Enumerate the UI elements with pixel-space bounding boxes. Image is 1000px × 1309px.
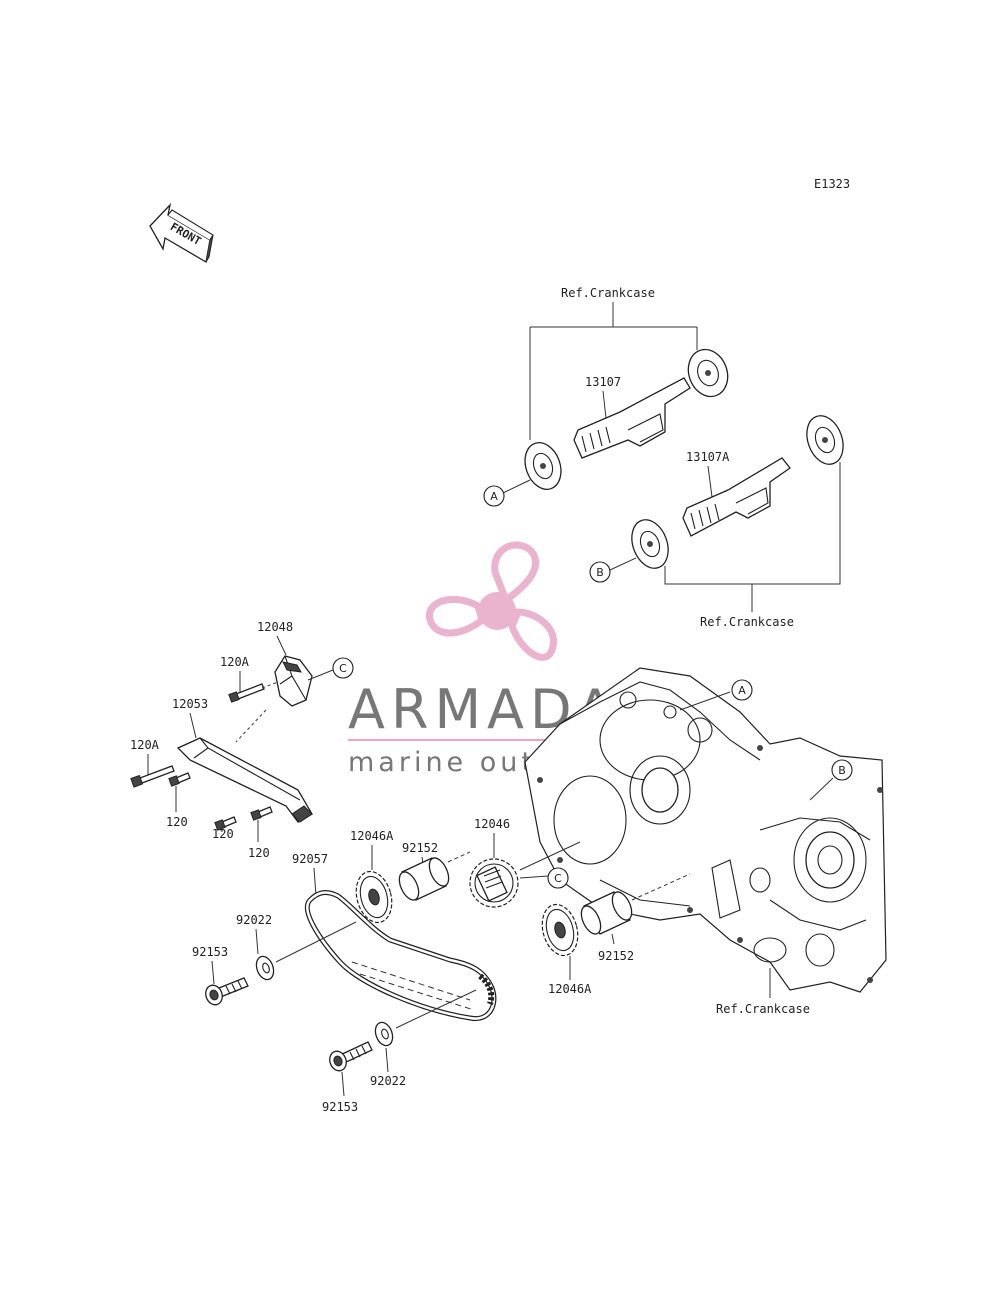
callout-a-case: A xyxy=(731,679,753,701)
callout-c-left: C xyxy=(332,657,354,679)
bearing-mid-left xyxy=(631,519,669,569)
bearing-top-left xyxy=(524,442,562,490)
watermark-hub xyxy=(478,592,516,630)
label-92057: 92057 xyxy=(292,852,328,866)
svg-text:C: C xyxy=(339,662,347,675)
label-13107A: 13107A xyxy=(686,450,730,464)
bearing-top-right xyxy=(687,348,729,398)
bolt-120A-left xyxy=(130,765,175,788)
camshaft-13107 xyxy=(573,377,691,459)
bolt-120A-top xyxy=(228,683,265,703)
label-92152-top: 92152 xyxy=(402,841,438,855)
label-120A-top: 120A xyxy=(220,655,250,669)
label-120-3: 120 xyxy=(248,846,270,860)
bolt-120-2 xyxy=(214,816,237,831)
collar-92152-top xyxy=(398,857,450,901)
label-92022-top: 92022 xyxy=(236,913,272,927)
bearing-mid-right xyxy=(806,415,844,465)
label-12048: 12048 xyxy=(257,620,293,634)
svg-text:B: B xyxy=(838,764,846,777)
label-12046A-bottom: 12046A xyxy=(548,982,592,996)
bolt-120-1 xyxy=(168,772,191,787)
label-92153-top: 92153 xyxy=(192,945,228,959)
camshaft-13107A xyxy=(682,457,791,537)
label-ref-crankcase-mid: Ref.Crankcase xyxy=(700,615,794,629)
svg-text:A: A xyxy=(738,684,746,697)
sprocket-12046 xyxy=(469,858,519,908)
sprocket-12046A-bottom xyxy=(541,903,579,957)
callout-c-mid: C xyxy=(547,867,569,889)
callout-b-case: B xyxy=(831,759,853,781)
collar-92152-bottom xyxy=(580,891,633,935)
bolt-92153-bottom xyxy=(329,1041,373,1072)
chain-guide-12053 xyxy=(176,737,313,823)
label-13107: 13107 xyxy=(585,375,621,389)
bracket-top xyxy=(529,302,698,440)
crankcase xyxy=(524,667,887,993)
svg-text:B: B xyxy=(596,566,604,579)
callout-a-top: A xyxy=(483,485,505,507)
label-ref-crankcase-bottom: Ref.Crankcase xyxy=(716,1002,810,1016)
label-92153-bottom: 92153 xyxy=(322,1100,358,1114)
label-12046: 12046 xyxy=(474,817,510,831)
watermark-logo xyxy=(425,541,557,661)
label-12046A-top: 12046A xyxy=(350,829,394,843)
tensioner-12048 xyxy=(274,655,313,707)
bolt-120-3 xyxy=(250,806,273,821)
washer-92022-top xyxy=(255,955,275,981)
svg-text:A: A xyxy=(490,490,498,503)
label-92152-bottom: 92152 xyxy=(598,949,634,963)
label-120-1: 120 xyxy=(166,815,188,829)
label-12053: 12053 xyxy=(172,697,208,711)
sprocket-12046A-top xyxy=(355,870,393,924)
diagram-id: E1323 xyxy=(814,177,850,191)
cam-chain-92057 xyxy=(304,890,497,1022)
washer-92022-bottom xyxy=(374,1021,394,1047)
callout-b-top: B xyxy=(589,561,611,583)
label-92022-bottom: 92022 xyxy=(370,1074,406,1088)
label-ref-crankcase-top: Ref.Crankcase xyxy=(561,286,655,300)
label-120A-left: 120A xyxy=(130,738,160,752)
bolt-92153-top xyxy=(205,977,249,1006)
front-arrow-icon: FRONT xyxy=(149,202,214,264)
bracket-mid xyxy=(664,462,841,612)
svg-text:C: C xyxy=(554,872,562,885)
label-120-2: 120 xyxy=(212,827,234,841)
